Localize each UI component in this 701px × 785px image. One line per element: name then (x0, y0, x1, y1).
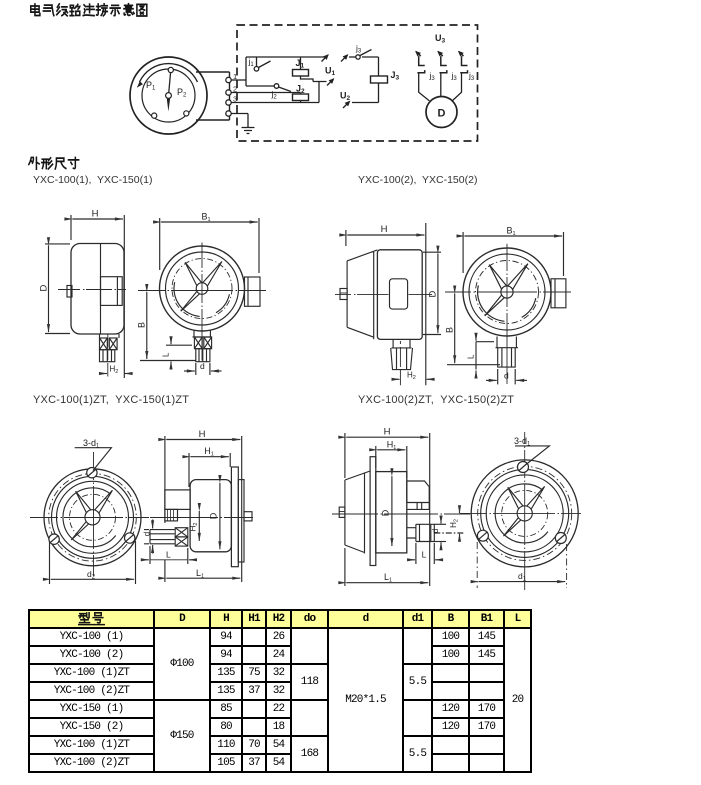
svg-text:H2: H2 (110, 365, 119, 376)
svg-text:H: H (199, 429, 206, 440)
svg-text:L: L (166, 550, 171, 560)
svg-text:j3: j3 (355, 43, 362, 55)
svg-text:B: B (137, 322, 147, 328)
svg-text:d: d (504, 371, 509, 381)
svg-text:d: d (200, 361, 205, 371)
svg-text:H1: H1 (387, 439, 397, 451)
svg-text:H2: H2 (407, 371, 416, 382)
svg-text:2: 2 (233, 85, 237, 94)
svg-text:d1: d1 (518, 571, 527, 583)
svg-text:D: D (209, 512, 219, 519)
svg-text:B1: B1 (506, 226, 515, 238)
svg-text:U2: U2 (340, 91, 351, 103)
svg-text:L1: L1 (384, 572, 392, 584)
svg-text:d: d (431, 529, 440, 533)
svg-text:D: D (381, 509, 391, 516)
svg-text:U1: U1 (325, 66, 336, 78)
svg-text:j1: j1 (248, 57, 255, 69)
svg-text:L: L (162, 352, 171, 357)
svg-text:d2: d2 (87, 569, 96, 581)
svg-text:L1: L1 (196, 568, 204, 580)
svg-text:P1: P1 (146, 80, 156, 92)
svg-text:H2: H2 (449, 519, 460, 528)
svg-text:j3: j3 (429, 71, 436, 83)
svg-text:U3: U3 (435, 33, 446, 45)
svg-text:3-d1: 3-d1 (83, 438, 100, 450)
svg-text:3-d1: 3-d1 (514, 436, 531, 448)
svg-text:L: L (422, 549, 427, 559)
svg-text:H: H (384, 427, 391, 438)
svg-text:H: H (92, 209, 99, 220)
svg-text:H: H (381, 224, 388, 235)
svg-text:J1: J1 (296, 58, 305, 70)
svg-text:J3: J3 (391, 70, 400, 82)
svg-text:B: B (445, 327, 455, 333)
svg-text:D: D (39, 284, 50, 291)
svg-text:j3: j3 (451, 71, 458, 83)
svg-text:B1: B1 (201, 212, 210, 224)
svg-text:H2: H2 (189, 523, 200, 532)
svg-text:L: L (467, 354, 476, 359)
svg-text:H1: H1 (204, 446, 214, 458)
svg-text:j3: j3 (468, 71, 475, 83)
svg-text:P2: P2 (177, 87, 187, 99)
svg-text:d: d (143, 532, 152, 536)
svg-text:j2: j2 (271, 89, 278, 101)
svg-text:1: 1 (233, 72, 237, 81)
svg-text:3: 3 (233, 95, 237, 104)
svg-text:D: D (428, 290, 439, 297)
svg-text:J2: J2 (296, 84, 305, 96)
svg-text:D: D (438, 108, 446, 120)
